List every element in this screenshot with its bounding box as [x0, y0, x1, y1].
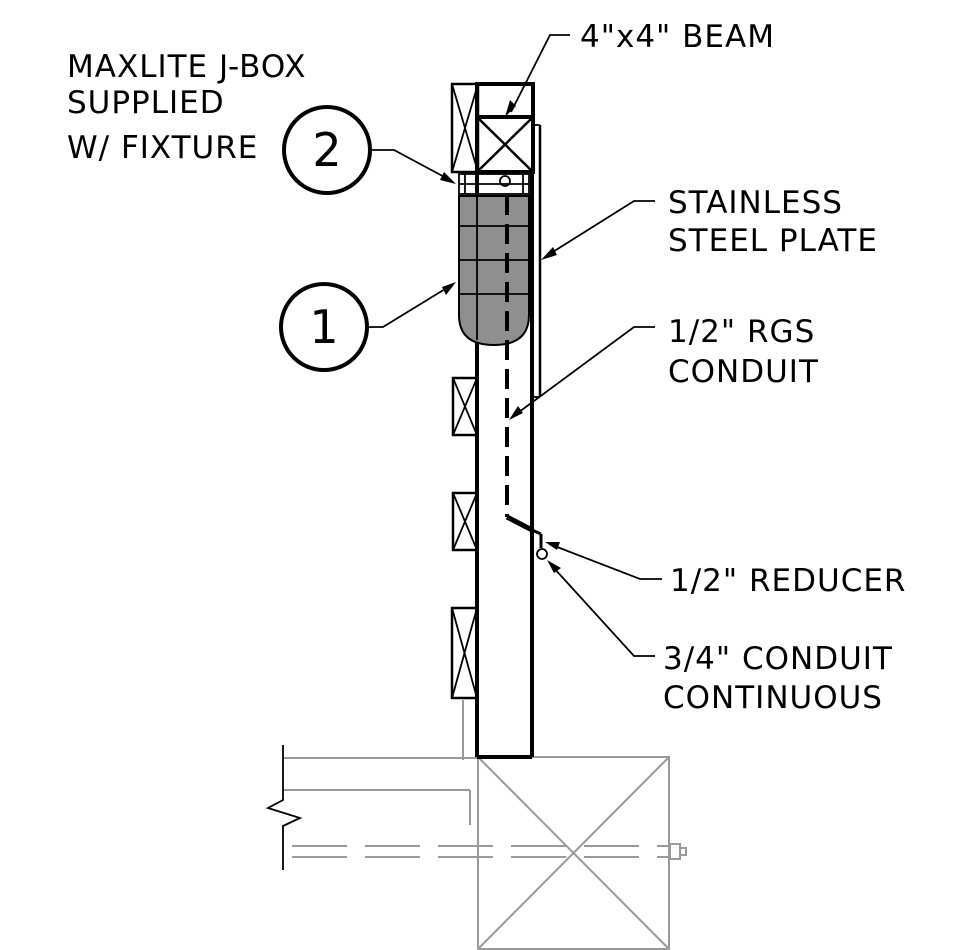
- rgs-conduit: [499, 175, 548, 560]
- leader-bubble-2: [372, 149, 456, 184]
- label-beam: 4"x4" BEAM: [580, 19, 775, 55]
- label-jbox-line2: SUPPLIED: [67, 85, 225, 121]
- leader-plate: [541, 200, 655, 260]
- leader-rgs: [509, 326, 655, 420]
- leader-beam: [505, 34, 570, 117]
- label-rgs-line1: 1/2" RGS: [668, 314, 815, 350]
- bubble-1-number: 1: [309, 300, 338, 354]
- existing-structure: [265, 700, 687, 950]
- label-jbox-line1: MAXLITE J-BOX: [67, 49, 306, 85]
- label-plate-line2: STEEL PLATE: [668, 223, 878, 259]
- label-reducer: 1/2" REDUCER: [670, 563, 906, 599]
- light-fixture: [458, 195, 530, 347]
- leader-bubble-1: [369, 282, 456, 328]
- j-box: [458, 173, 530, 195]
- blocking-2: [451, 491, 479, 552]
- blocking-1: [451, 376, 479, 437]
- beam-top-left: [450, 82, 480, 174]
- label-conduit-cont-line2: CONTINUOUS: [663, 680, 883, 716]
- blocking-3: [450, 606, 479, 700]
- leader-reducer: [545, 542, 662, 580]
- leader-conduit-continuous: [547, 560, 655, 657]
- label-conduit-cont-line1: 3/4" CONDUIT: [663, 641, 893, 677]
- label-plate-line1: STAINLESS: [668, 185, 843, 221]
- reducer-symbol: [536, 548, 548, 560]
- break-line: [265, 745, 303, 870]
- label-jbox-line3: W/ FIXTURE: [67, 130, 258, 166]
- beam-section: [475, 82, 535, 174]
- anchor-bolt: [292, 843, 687, 860]
- callout-bubble-1: 1: [279, 282, 369, 372]
- label-rgs-line2: CONDUIT: [668, 354, 819, 390]
- bubble-2-number: 2: [312, 123, 341, 177]
- callout-bubble-2: 2: [282, 105, 372, 195]
